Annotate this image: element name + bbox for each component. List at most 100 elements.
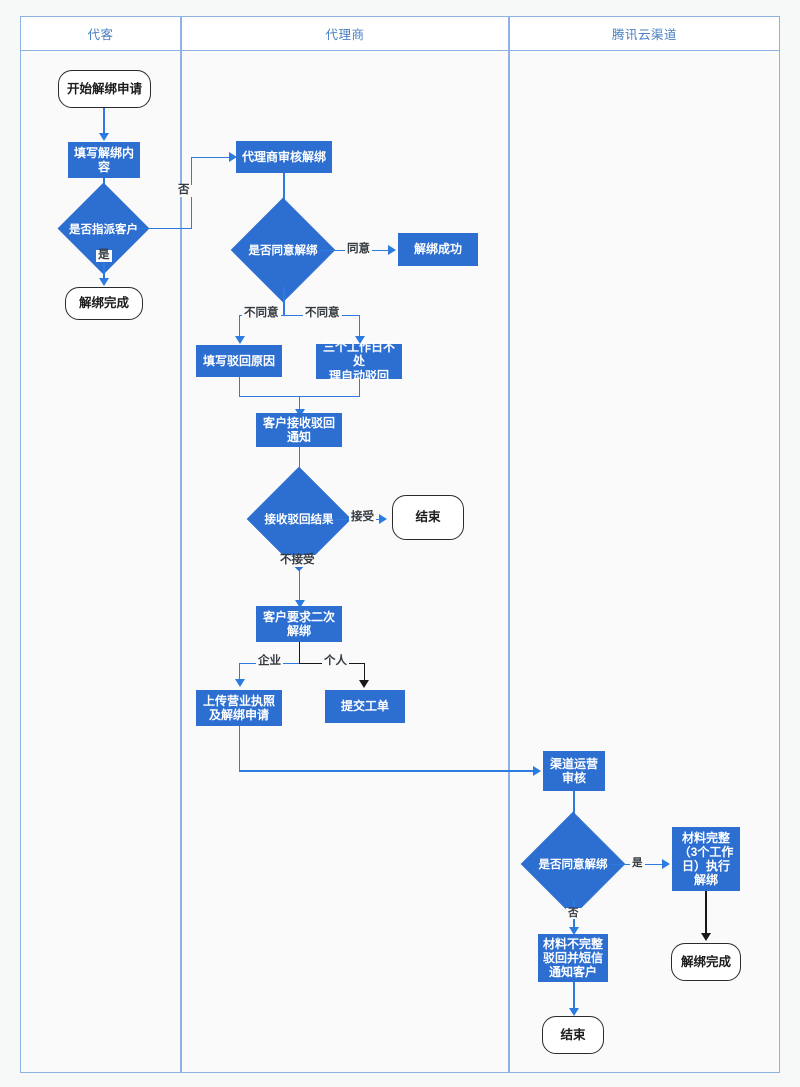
- node-unbind-done-left-label: 解绑完成: [78, 296, 129, 311]
- node-material-complete-line3: 日）执行: [681, 859, 730, 873]
- edge-disagree-left-arrowhead: [234, 336, 245, 344]
- node-reject-result-label: 接收驳回结果: [264, 514, 334, 526]
- node-auto-reject-3days-line2: 理自动驳回: [328, 368, 389, 383]
- edge-label-yes-assign: 是: [96, 249, 112, 262]
- edge-start-to-fill: [103, 108, 105, 136]
- edge-label-individual: 个人: [322, 655, 349, 668]
- node-agree-unbind-label: 是否同意解绑: [248, 245, 318, 257]
- node-fill-content[interactable]: 填写解绑内 容: [68, 142, 140, 178]
- node-end-right-label: 结束: [560, 1027, 586, 1042]
- node-material-complete[interactable]: 材料完整 （3个工作 日）执行 解绑: [672, 827, 740, 891]
- edge-not-accept: [298, 556, 301, 604]
- node-agree-unbind[interactable]: 是否同意解绑: [230, 197, 336, 303]
- edge-assign-no-seg1: [136, 227, 192, 230]
- edge-upload-to-channel-v: [238, 726, 241, 771]
- edge-label-not-accept: 不接受: [278, 554, 317, 567]
- node-end-middle-label: 结束: [415, 510, 441, 525]
- edge-reject-merge-right-v: [358, 379, 361, 396]
- node-second-unbind-line1: 客户要求二次: [262, 609, 335, 624]
- edge-channel-to-agree2: [573, 791, 575, 818]
- node-agree-unbind-2[interactable]: 是否同意解绑: [520, 811, 626, 917]
- edge-assign-yes: [103, 261, 105, 283]
- node-auto-reject-3days[interactable]: 三个工作日不处 理自动驳回: [316, 340, 402, 383]
- edge-incomplete-to-end-arrowhead: [569, 1008, 579, 1016]
- edge-label-yes-material: 是: [630, 857, 645, 869]
- edge-start-to-fill-arrowhead: [99, 133, 109, 141]
- lane-header-tencent: 腾讯云渠道: [509, 16, 780, 51]
- node-upload-license-line2: 及解绑申请: [208, 708, 269, 722]
- edge-disagree-right-arrowhead: [354, 336, 365, 344]
- node-fill-content-line2: 容: [97, 160, 110, 174]
- edge-enterprise-v: [238, 662, 241, 682]
- node-customer-notice-line1: 客户接收驳回: [262, 415, 335, 430]
- edge-disagree-stem: [283, 287, 285, 315]
- node-fill-content-line1: 填写解绑内: [73, 145, 134, 160]
- node-unbind-success[interactable]: 解绑成功: [398, 233, 478, 266]
- node-assign-customer[interactable]: 是否指派客户: [57, 182, 150, 275]
- node-material-complete-line2: （3个工作: [678, 844, 734, 859]
- node-customer-notice-line2: 通知: [286, 430, 311, 444]
- node-start-apply-label: 开始解绑申请: [66, 81, 142, 96]
- edge-second-unbind-stem: [298, 642, 301, 663]
- edge-material-yes-arrowhead: [662, 859, 670, 869]
- node-channel-review-line1: 渠道运营: [549, 756, 598, 771]
- node-material-incomplete[interactable]: 材料不完整 驳回并短信 通知客户: [538, 934, 608, 982]
- node-fill-reject-reason-label: 填写驳回原因: [202, 353, 275, 368]
- node-unbind-done-right[interactable]: 解绑完成: [671, 943, 741, 981]
- node-material-complete-line4: 解绑: [693, 873, 718, 888]
- edge-agentreview-to-agree: [283, 173, 285, 205]
- edge-enterprise-arrowhead: [234, 679, 245, 687]
- node-material-complete-line1: 材料完整: [681, 830, 730, 845]
- node-agree-unbind-2-label: 是否同意解绑: [538, 859, 608, 871]
- lane-header-agent: 代理商: [181, 16, 509, 51]
- lane-body-agent: [181, 50, 509, 1073]
- node-unbind-success-label: 解绑成功: [413, 242, 462, 257]
- node-unbind-done-left[interactable]: 解绑完成: [65, 287, 143, 320]
- edge-accept-arrowhead: [379, 514, 387, 524]
- edge-not-accept-arrowhead: [294, 600, 305, 608]
- edge-label-no-assign: 否: [176, 184, 192, 197]
- edge-label-disagree-right: 不同意: [303, 307, 342, 320]
- edge-material-to-done: [705, 891, 707, 937]
- edge-disagree-left-v: [238, 314, 241, 339]
- node-second-unbind[interactable]: 客户要求二次 解绑: [256, 606, 342, 642]
- node-submit-ticket[interactable]: 提交工单: [325, 690, 405, 723]
- node-material-incomplete-line2: 驳回并短信: [542, 950, 603, 965]
- node-end-right[interactable]: 结束: [542, 1016, 604, 1054]
- node-customer-notice[interactable]: 客户接收驳回 通知: [256, 413, 342, 447]
- edge-reject-merge-left-v: [238, 377, 241, 396]
- edge-incomplete-to-end: [573, 982, 575, 1010]
- node-end-middle[interactable]: 结束: [392, 495, 464, 540]
- node-upload-license[interactable]: 上传营业执照 及解绑申请: [196, 690, 282, 726]
- edge-assign-no-arrowhead: [229, 152, 237, 162]
- node-reject-result[interactable]: 接收驳回结果: [246, 466, 352, 572]
- edge-label-agree: 同意: [345, 243, 372, 256]
- node-upload-license-line1: 上传营业执照: [202, 693, 275, 708]
- edge-agree-yes-arrowhead: [388, 245, 396, 255]
- edge-upload-to-channel-h: [238, 770, 539, 772]
- node-material-incomplete-line3: 通知客户: [548, 965, 597, 980]
- node-channel-review[interactable]: 渠道运营 审核: [543, 751, 605, 791]
- edge-notice-to-result: [298, 447, 301, 475]
- node-agent-review[interactable]: 代理商审核解绑: [236, 141, 332, 173]
- node-auto-reject-3days-line1: 三个工作日不处: [322, 340, 395, 369]
- lane-header-customer-label: 代客: [87, 28, 114, 42]
- node-unbind-done-right-label: 解绑完成: [680, 954, 731, 969]
- edge-label-accept: 接受: [349, 511, 376, 524]
- lane-header-agent-label: 代理商: [325, 28, 365, 42]
- node-fill-reject-reason[interactable]: 填写驳回原因: [196, 345, 282, 377]
- lane-body-tencent: [509, 50, 780, 1073]
- edge-material-no-arrowhead: [569, 927, 579, 935]
- node-start-apply[interactable]: 开始解绑申请: [58, 70, 151, 108]
- lane-header-customer: 代客: [20, 16, 181, 51]
- node-submit-ticket-label: 提交工单: [340, 699, 389, 714]
- edge-label-no-material: 否: [566, 907, 581, 919]
- node-agent-review-label: 代理商审核解绑: [241, 149, 326, 164]
- edge-upload-to-channel-arrowhead: [533, 766, 541, 776]
- node-channel-review-line2: 审核: [561, 771, 586, 785]
- edge-label-disagree-left: 不同意: [242, 307, 281, 320]
- edge-label-enterprise: 企业: [256, 655, 283, 668]
- edge-individual-arrowhead: [359, 680, 370, 688]
- node-second-unbind-line2: 解绑: [286, 624, 311, 638]
